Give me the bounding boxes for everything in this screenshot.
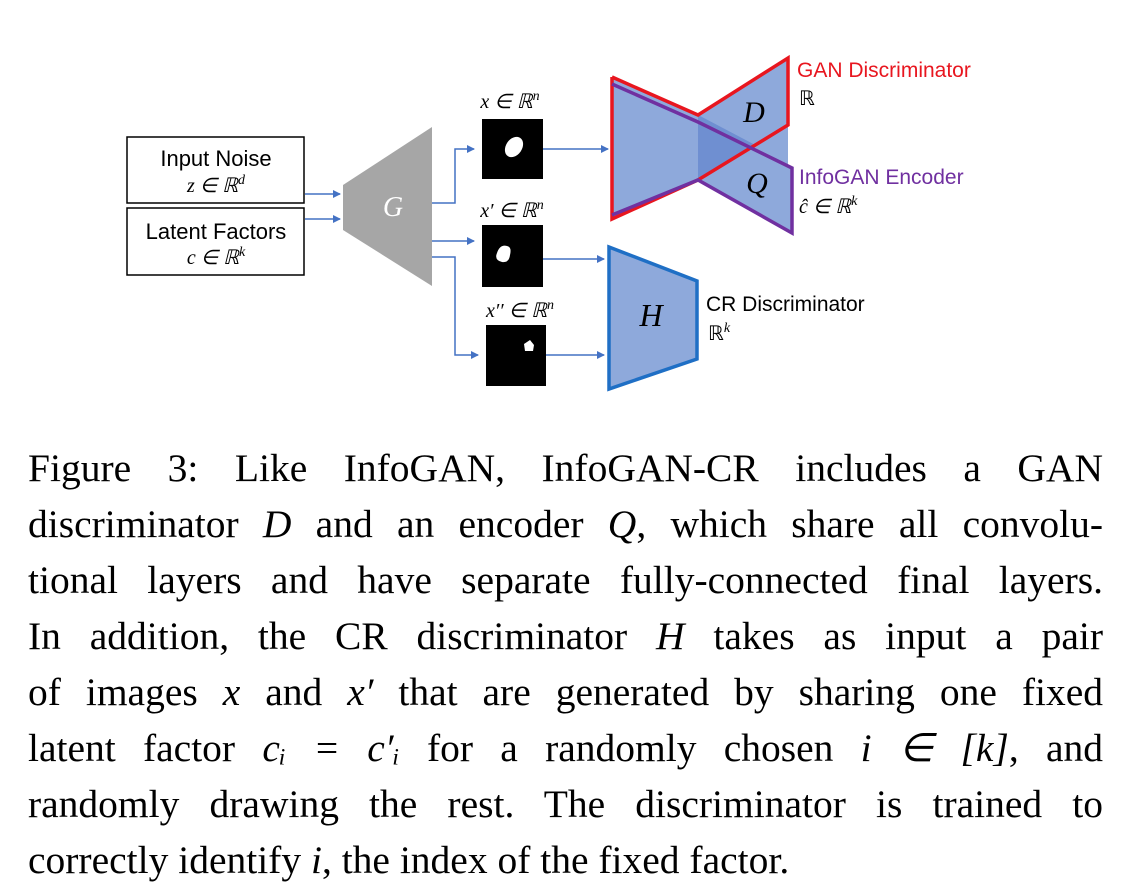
arrow-g-to-xdoubleprime — [432, 256, 479, 359]
input-noise-math: z ∈ ℝd — [186, 173, 246, 197]
infogan-encoder-outline — [611, 82, 794, 236]
caption-line-8: correctly identify i, the index of the f… — [28, 838, 790, 882]
caption-line-6: latent factor cᵢ = c′ᵢ for a randomly ch… — [28, 726, 1103, 770]
figure-caption: Figure 3: Like InfoGAN, InfoGAN-CR inclu… — [28, 440, 1103, 888]
generator-label: G — [383, 192, 403, 223]
gan-discriminator-title: GAN Discriminator — [797, 59, 971, 82]
h-label: H — [638, 297, 664, 333]
d-label: D — [742, 96, 765, 129]
latent-factors-title: Latent Factors — [146, 219, 287, 244]
input-noise-title: Input Noise — [160, 146, 271, 171]
caption-line-2: discriminator D and an encoder Q, which … — [28, 502, 1103, 546]
cr-discriminator-block: H — [607, 244, 699, 392]
infogan-encoder-space: ĉ ∈ ℝk — [799, 194, 858, 218]
x-image-blob — [504, 136, 524, 158]
latent-factors-box: Latent Factors c ∈ ℝk — [126, 207, 305, 276]
caption-line-4: In addition, the CR discriminator H take… — [28, 614, 1103, 658]
caption-line-1: Figure 3: Like InfoGAN, InfoGAN-CR inclu… — [28, 446, 1103, 490]
caption-line-7: randomly drawing the rest. The discrimin… — [28, 782, 1103, 826]
xdoubleprime-image-blob — [524, 340, 534, 351]
xprime-image-blob — [496, 245, 511, 263]
gan-discriminator-block: D Q — [610, 54, 794, 236]
xprime-image — [482, 225, 543, 287]
input-noise-box: Input Noise z ∈ ℝd — [126, 136, 305, 204]
infogan-encoder-title: InfoGAN Encoder — [799, 166, 964, 189]
xdoubleprime-image — [486, 325, 546, 386]
gan-discriminator-space: ℝ — [799, 88, 815, 110]
gan-discriminator-outline — [610, 54, 790, 222]
x-image-label: x ∈ ℝn — [479, 89, 539, 113]
xdoubleprime-image-label: x′′ ∈ ℝn — [485, 298, 554, 322]
generator-block: G — [343, 127, 432, 286]
q-label: Q — [746, 167, 768, 200]
latent-factors-math: c ∈ ℝk — [187, 245, 246, 269]
xprime-image-label: x′ ∈ ℝn — [479, 198, 544, 222]
cr-discriminator-space: ℝk — [708, 321, 731, 345]
arrow-g-to-x — [432, 145, 475, 204]
caption-line-3: tional layers and have separate fully-co… — [28, 558, 1103, 602]
caption-line-5: of images x and x′ that are generated by… — [28, 670, 1103, 714]
figure-diagram: Input Noise z ∈ ℝd Latent Factors c ∈ ℝk… — [126, 54, 971, 392]
cr-discriminator-title: CR Discriminator — [706, 293, 865, 316]
